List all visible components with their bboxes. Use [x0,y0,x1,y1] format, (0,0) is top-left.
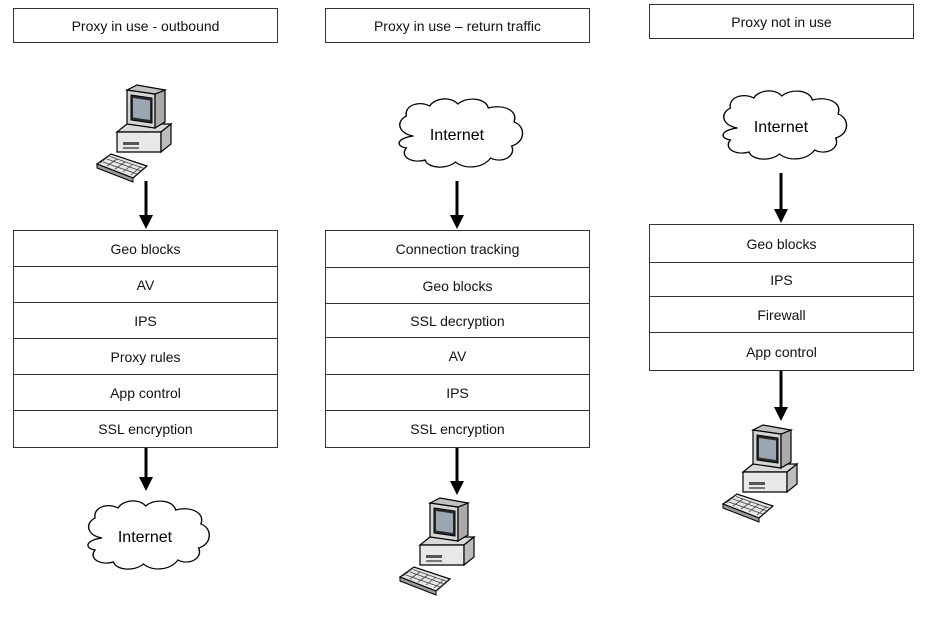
computer-icon [399,497,475,596]
arrow-icon [450,181,464,229]
layer-ssl-decryption: SSL decryption [326,304,589,338]
cloud-label: Internet [118,529,173,546]
layer-proxy-rules: Proxy rules [14,339,277,375]
cloud-label: Internet [430,127,485,144]
column-2-title: Proxy in use – return traffic [325,8,590,43]
arrow-icon [139,448,153,491]
computer-icon [722,424,798,523]
layer-ssl-encryption: SSL encryption [98,421,193,437]
layer-app-control: App control [14,375,277,411]
arrow-icon [774,371,788,421]
layer-geo-blocks: Geo blocks [326,268,589,304]
layer-geo-blocks: Geo blocks [650,225,913,263]
column-3-layer-stack: Geo blocks IPS Firewall App control [649,224,914,371]
column-1-title: Proxy in use - outbound [13,8,278,43]
layer-av: AV [326,338,589,375]
layer-app-control: App control [746,343,817,360]
column-3-title: Proxy not in use [649,4,914,39]
layer-ips: IPS [14,303,277,339]
cloud-label: Internet [754,119,809,136]
layer-geo-blocks: Geo blocks [14,231,277,267]
arrow-icon [450,448,464,495]
layer-ips: IPS [650,263,913,297]
computer-icon [96,84,172,183]
arrow-icon [774,173,788,223]
arrow-icon [139,181,153,229]
column-1-layer-stack: Geo blocks AV IPS Proxy rules App contro… [13,230,278,448]
layer-firewall: Firewall [650,297,913,333]
layer-connection-tracking: Connection tracking [326,231,589,268]
layer-ips: IPS [326,375,589,411]
layer-ssl-encryption: SSL encryption [410,421,505,437]
column-2-layer-stack: Connection tracking Geo blocks SSL decry… [325,230,590,448]
layer-av: AV [14,267,277,303]
